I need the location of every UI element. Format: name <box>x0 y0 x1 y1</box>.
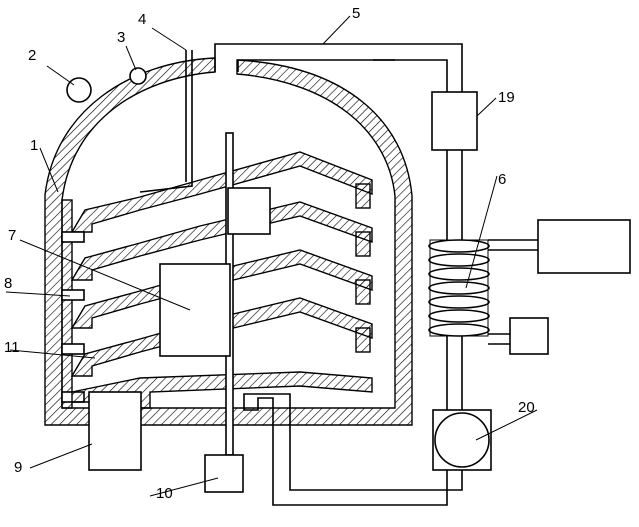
label-5: 5 <box>352 5 360 22</box>
tray-mount-3 <box>61 343 85 355</box>
label-8: 8 <box>4 275 12 292</box>
power-box-bottom <box>509 317 549 355</box>
tray-support-1 <box>355 183 371 209</box>
gauge-3 <box>129 67 147 85</box>
tray-support-2 <box>355 231 371 257</box>
tray-4 <box>70 297 373 377</box>
motor-10 <box>204 454 244 493</box>
label-6: 6 <box>498 171 506 188</box>
tray-1 <box>70 151 373 233</box>
pump-impeller <box>434 412 490 468</box>
tray-mount-1 <box>61 231 85 243</box>
inner-wall-left <box>61 199 73 409</box>
label-3: 3 <box>117 29 125 46</box>
gauge-2 <box>66 77 92 103</box>
heat-exchanger-coil-6 <box>428 239 490 337</box>
label-1: 1 <box>30 137 38 154</box>
tray-support-4 <box>355 327 371 353</box>
block-9 <box>88 391 142 471</box>
label-7: 7 <box>8 227 16 244</box>
tray-3 <box>70 249 373 329</box>
label-19: 19 <box>498 89 515 106</box>
power-box-top <box>537 219 631 274</box>
label-9: 9 <box>14 459 22 476</box>
label-20: 20 <box>518 399 535 416</box>
center-block-7 <box>159 263 231 357</box>
label-4: 4 <box>138 11 146 28</box>
circulation-pipe-5 <box>214 43 463 506</box>
tray-support-3 <box>355 279 371 305</box>
box-19 <box>431 91 478 151</box>
label-11: 11 <box>4 339 20 356</box>
coil-lead-top <box>488 239 538 251</box>
upper-block <box>227 187 271 235</box>
coil-lead-bottom <box>488 333 510 345</box>
label-2: 2 <box>28 47 36 64</box>
label-10: 10 <box>156 485 173 502</box>
tray-stack <box>61 151 373 409</box>
probe-4 <box>139 50 193 193</box>
leader-lines <box>5 15 538 497</box>
tray-mount-2 <box>61 289 85 301</box>
